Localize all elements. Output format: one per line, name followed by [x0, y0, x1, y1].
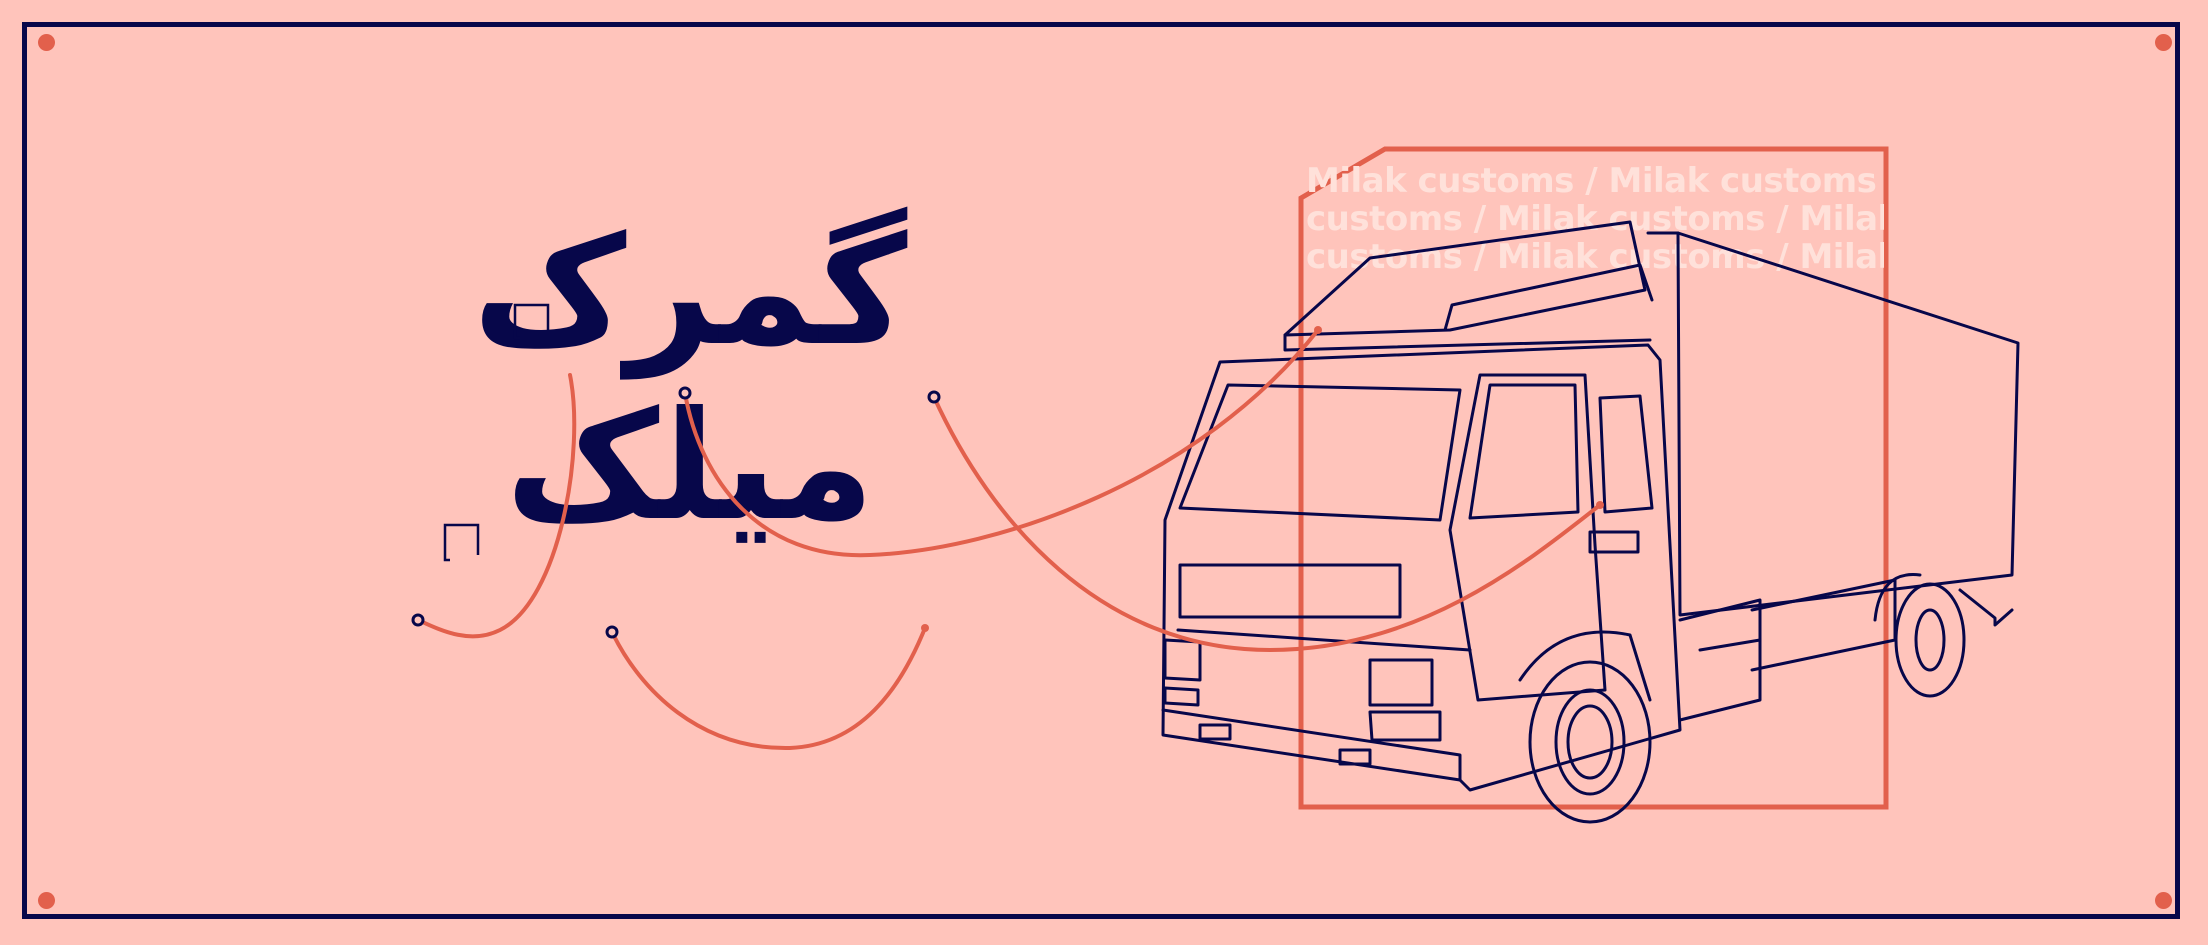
door-window [1468, 383, 1580, 520]
corner-dot-bottom-left [38, 892, 55, 909]
windshield [1178, 383, 1462, 522]
terminal-dot [411, 613, 425, 627]
headlight [1368, 658, 1434, 707]
corner-dot-top-left [38, 34, 55, 51]
cargo-box [1676, 231, 2020, 617]
terminal-dot [605, 625, 619, 639]
title-line-1: گمرک [472, 205, 908, 379]
corner-dot-top-right [2155, 34, 2172, 51]
terminal-dot [927, 390, 941, 404]
grille [1178, 563, 1402, 619]
front-wheel [1528, 660, 1652, 824]
watermark-line-1: Milak customs / Milak customs / [1306, 162, 1884, 201]
wire-2 [932, 395, 1602, 653]
wire-4 [610, 626, 927, 751]
watermark-line-2: customs / Milak customs / Milak [1306, 199, 1884, 239]
corner-dot-bottom-right [2155, 892, 2172, 909]
wire-1 [683, 328, 1320, 558]
terminal-dot [678, 386, 692, 400]
rear-wheel [1894, 582, 1966, 698]
milak-customs-watermark: Milak customs / Milak customs / customs … [1306, 162, 1884, 286]
wire-3 [416, 373, 577, 639]
navy-border-frame [22, 22, 2180, 919]
